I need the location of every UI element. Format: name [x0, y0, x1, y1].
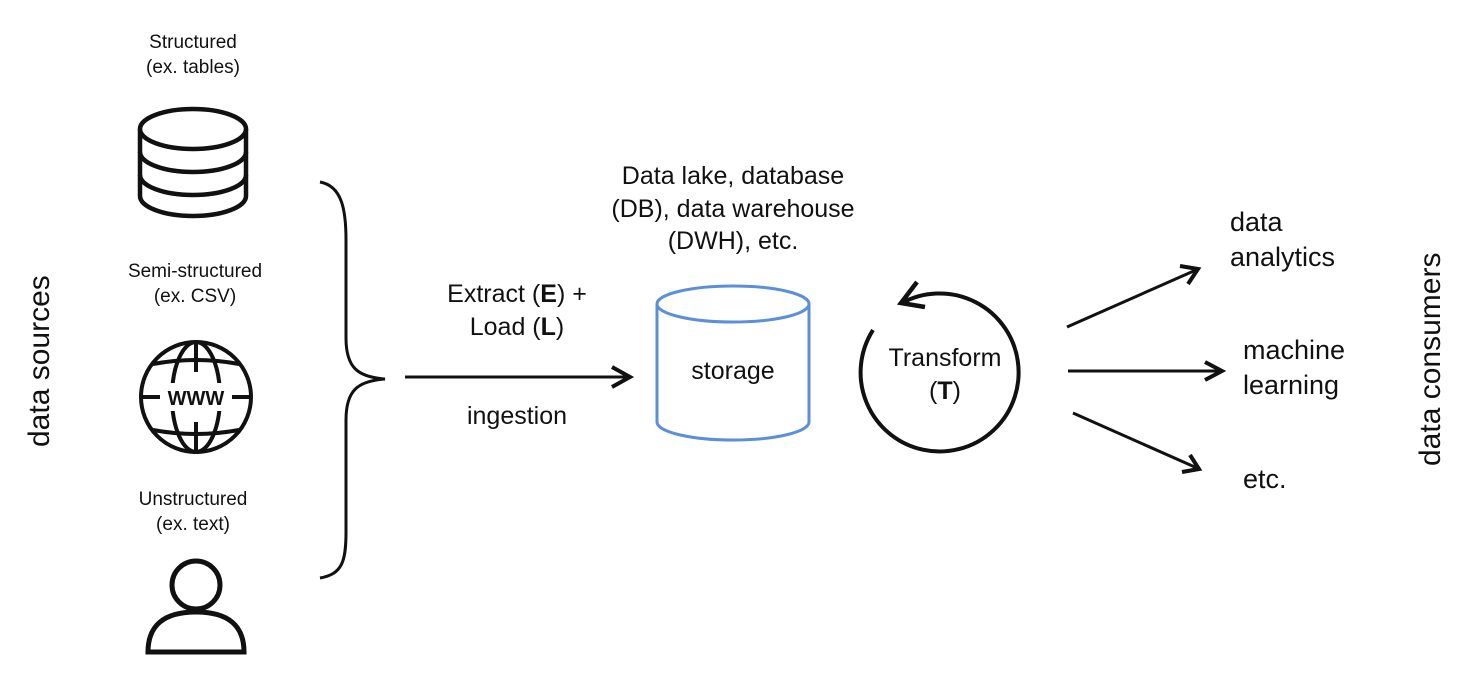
semi-structured-example: (ex. CSV)	[153, 285, 237, 307]
unstructured-title: Unstructured	[138, 489, 248, 510]
etc-label: etc.	[1243, 464, 1287, 494]
arrow-to-machine-learning	[1068, 360, 1227, 382]
structured-label: Structured (ex. tables)	[113, 31, 273, 80]
structured-example: (ex. tables)	[146, 56, 240, 78]
transform-label: Transform (T)	[888, 344, 1002, 405]
data-sources-label: data sources	[23, 275, 56, 447]
storage-label: storage	[691, 357, 775, 385]
structured-title: Structured	[149, 32, 237, 53]
curly-brace	[319, 180, 386, 580]
person-icon	[145, 558, 247, 655]
semi-structured-label: Semi-structured (ex. CSV)	[105, 260, 285, 309]
storage-description: Data lake, database (DB), data warehouse…	[611, 162, 855, 255]
globe-www-icon: WWW	[139, 340, 253, 454]
extract-load-label: Extract (E) + Load (L)	[417, 278, 617, 343]
ingestion-label: ingestion	[466, 402, 568, 430]
data-analytics-label: data analytics	[1230, 207, 1336, 273]
arrow-to-etc	[1072, 411, 1203, 474]
storage-cylinder	[655, 284, 811, 442]
ingestion-arrow	[405, 365, 635, 389]
globe-www-text: WWW	[168, 388, 225, 410]
transform-cycle-arrow	[858, 280, 1021, 454]
extract-line: Extract (E) +	[447, 280, 587, 308]
unstructured-label: Unstructured (ex. text)	[113, 488, 273, 537]
data-consumers-label: data consumers	[1414, 252, 1447, 466]
database-icon	[137, 106, 249, 219]
semi-structured-title: Semi-structured	[127, 261, 263, 282]
arrow-to-analytics	[1066, 264, 1202, 329]
machine-learning-label: machine learning	[1243, 335, 1346, 401]
load-line: Load (L)	[469, 312, 565, 341]
unstructured-example: (ex. text)	[156, 513, 230, 535]
